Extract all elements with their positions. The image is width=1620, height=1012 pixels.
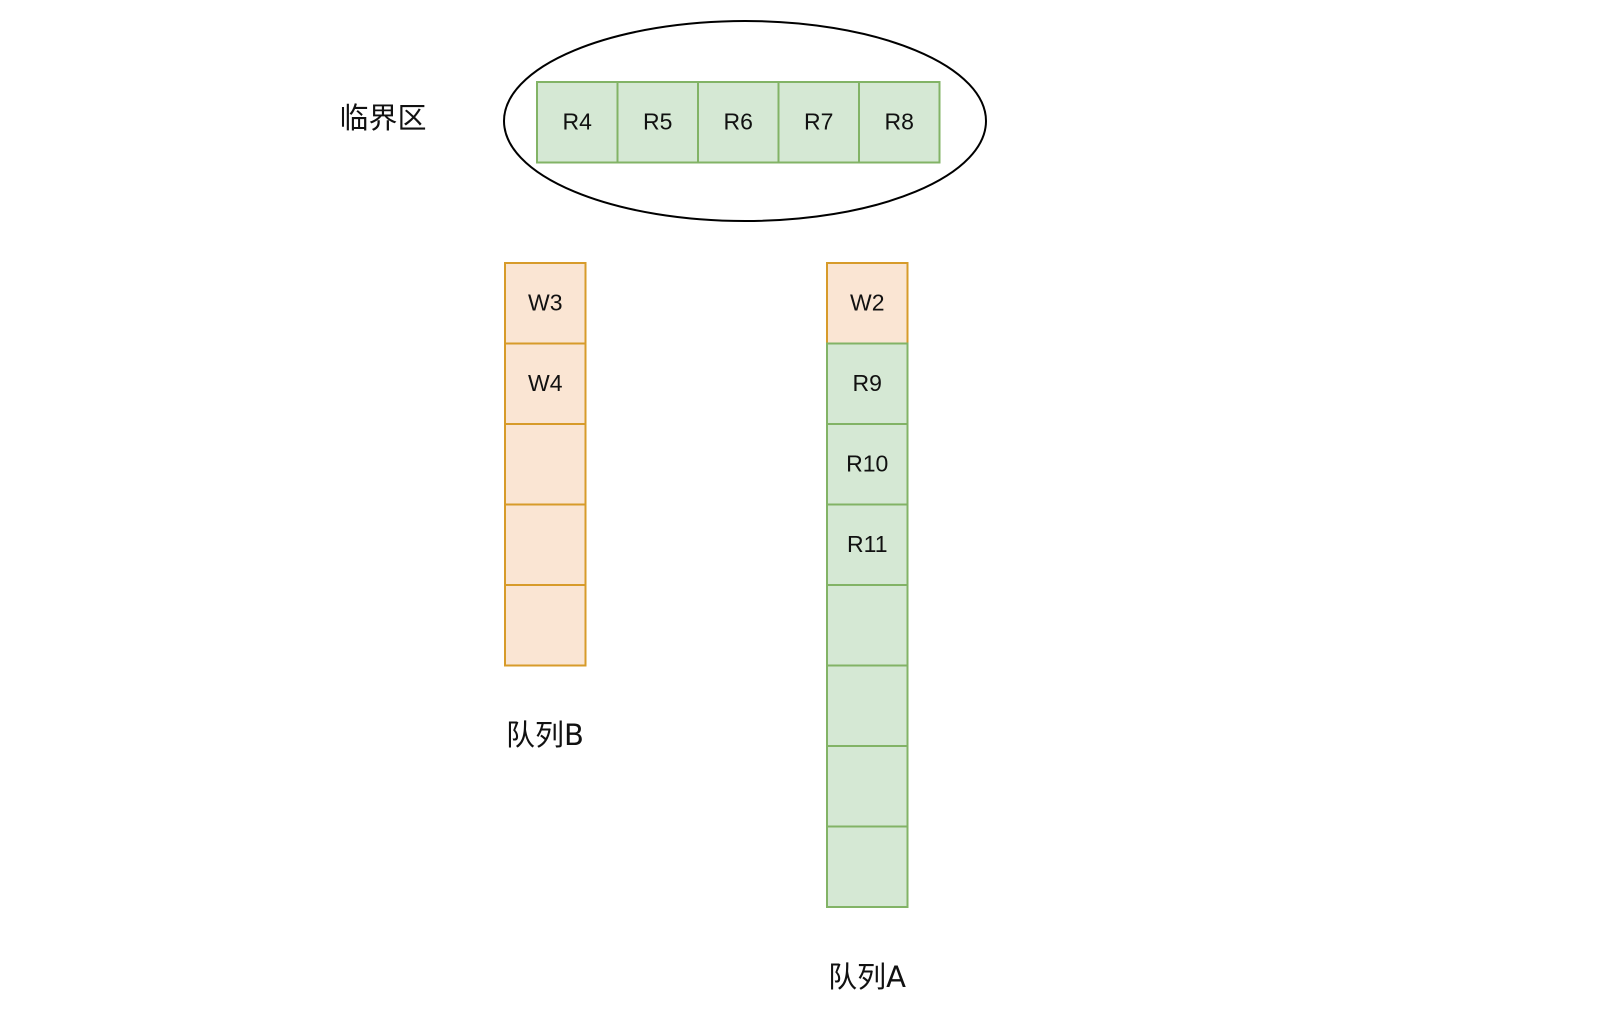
queue-a-cell-2: R9 [826,342,909,425]
queue-a-cell-5-box [826,584,909,667]
queue-a-cell-1-label: W2 [850,289,885,315]
queue-a-cell-4-box [826,503,909,586]
critical-cell-3-label: R6 [724,108,753,134]
queue-a-cell-7 [826,745,909,828]
queue-a-cell-5 [826,584,909,667]
queue-a-cell-3-label: R10 [846,450,888,476]
queue-a-label: 队列A [828,960,906,994]
queue-b-cell-4-box [504,503,587,586]
queue-a-cell-4: R11 [826,503,909,586]
critical-cell-3: R6 [697,81,780,164]
critical-cell-1: R4 [536,81,619,164]
queue-a-cell-3: R10 [826,423,909,506]
critical-cell-5: R8 [858,81,941,164]
queue-b-cell-1-box [504,262,587,345]
queue-a-cell-1: W2 [826,262,909,345]
queue-a-cell-1-box [826,262,909,345]
queue-b-label: 队列B [506,718,584,752]
critical-cell-4: R7 [777,81,860,164]
critical-cell-2-label: R5 [643,108,672,134]
critical-cell-4-box [777,81,860,164]
queue-b-cell-2-label: W4 [528,370,563,396]
queue-b-cell-1-label: W3 [528,289,563,315]
critical-cell-2: R5 [616,81,699,164]
queue-b-cell-5-box [504,584,587,667]
critical-section-label: 临界区 [339,101,426,135]
critical-cell-1-label: R4 [563,108,593,134]
queue-a-cell-6 [826,664,909,747]
queue-a-cell-8-box [826,825,909,908]
critical-section-ellipse [503,20,987,222]
queue-b-cell-1: W3 [504,262,587,345]
queue-b-cell-3 [504,423,587,506]
queue-b-cell-5 [504,584,587,667]
queue-b-cell-3-box [504,423,587,506]
queue-a-cell-7-box [826,745,909,828]
queue-a-cell-2-box [826,342,909,425]
critical-section-cells: R4 R5 R6 R7 R8 [536,81,941,164]
queue-a-cell-2-label: R9 [853,370,882,396]
critical-cell-4-label: R7 [804,108,833,134]
queue-a-cell-6-box [826,664,909,747]
critical-cell-5-label: R8 [885,108,914,134]
queue-b-cell-2: W4 [504,342,587,425]
queue-b-cell-2-box [504,342,587,425]
queue-a-cell-8 [826,825,909,908]
queue-b-cell-4 [504,503,587,586]
critical-cell-1-box [536,81,619,164]
critical-cell-2-box [616,81,699,164]
queue-a-cell-4-label: R11 [847,531,888,557]
critical-cell-5-box [858,81,941,164]
